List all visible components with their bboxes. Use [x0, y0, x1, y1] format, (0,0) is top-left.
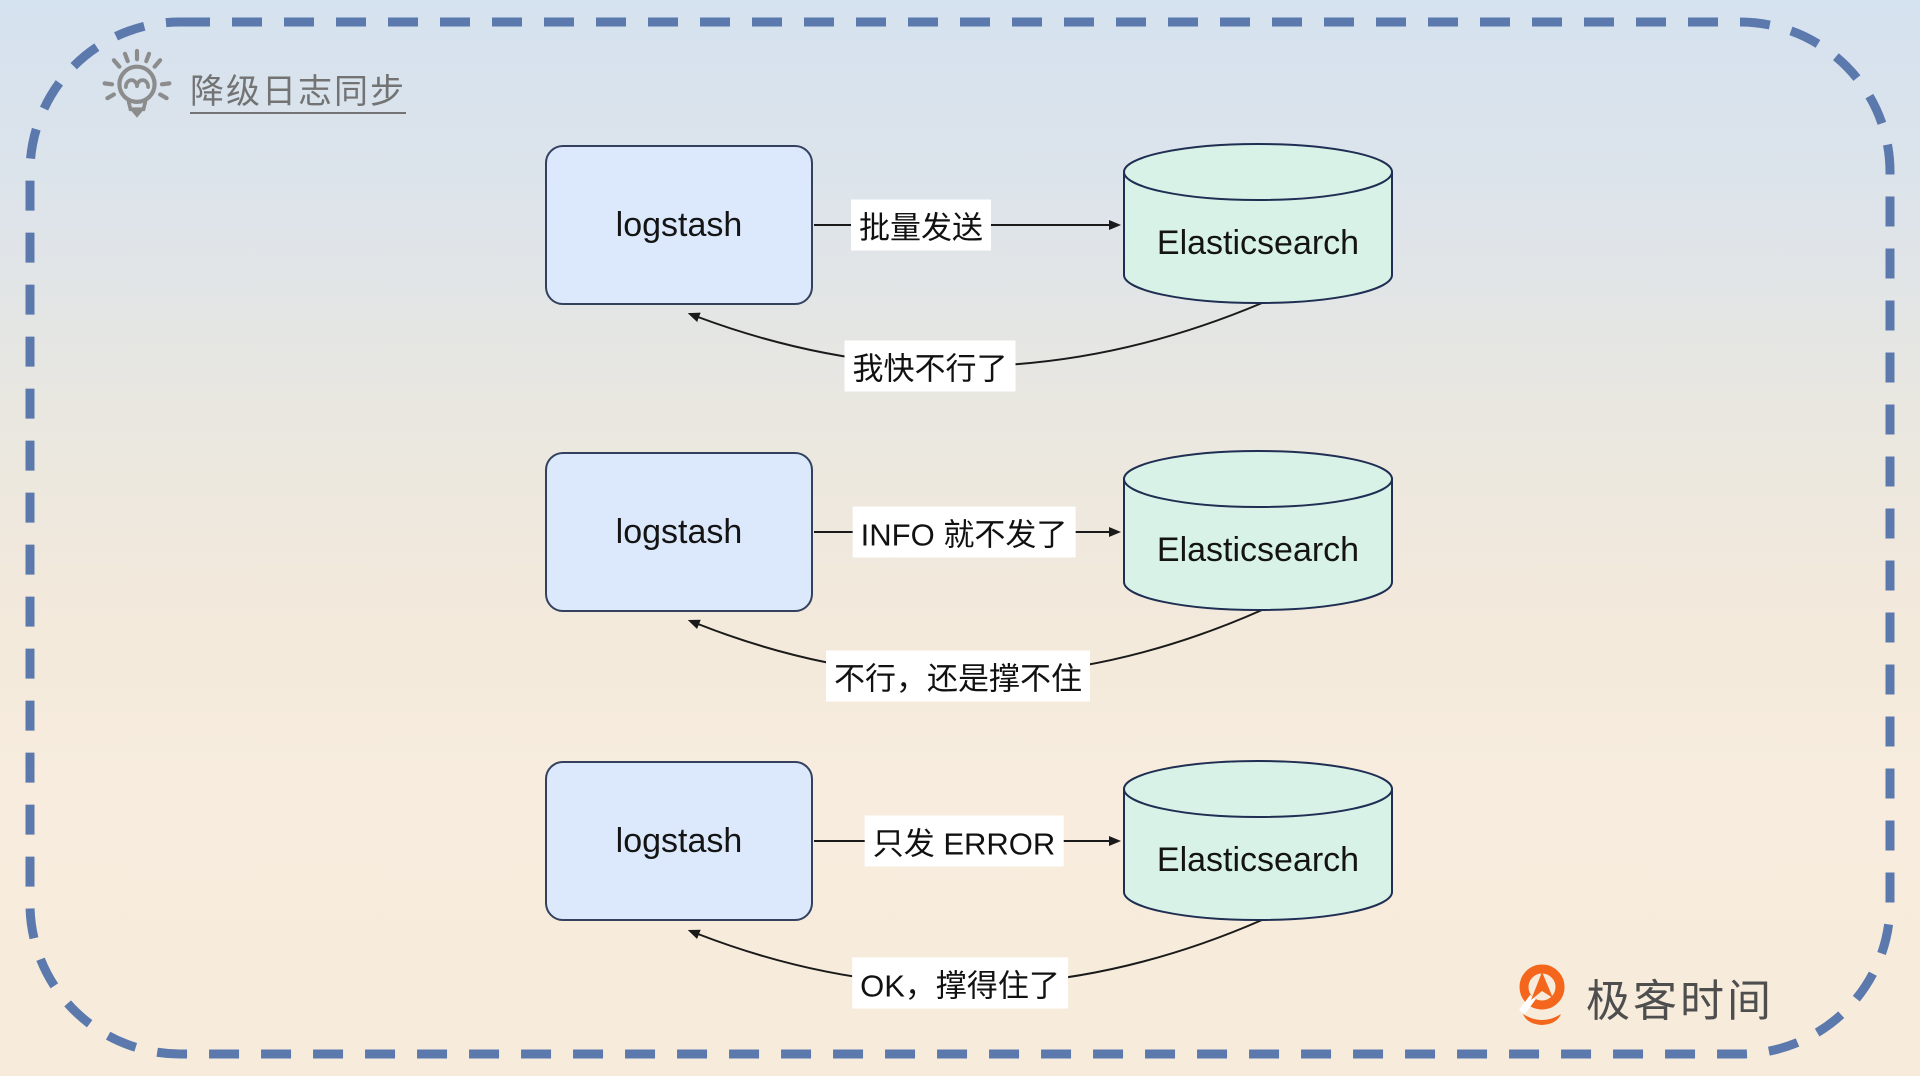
geektime-logo-icon	[1519, 964, 1565, 1025]
logstash-label: logstash	[615, 821, 743, 860]
dashed-frame	[25, 17, 1895, 1059]
diagram-header: 降级日志同步	[100, 48, 406, 128]
elasticsearch-label: Elasticsearch	[1156, 841, 1360, 879]
logstash-node: logstash	[545, 145, 813, 305]
page-title: 降级日志同步	[190, 72, 406, 111]
request-label: INFO 就不发了	[852, 506, 1076, 558]
elasticsearch-cylinder	[1123, 450, 1393, 611]
logstash-label: logstash	[615, 205, 743, 244]
response-label: OK，撑得住了	[852, 957, 1068, 1009]
elasticsearch-label: Elasticsearch	[1156, 531, 1360, 569]
logstash-label: logstash	[615, 512, 743, 551]
request-label: 只发 ERROR	[864, 815, 1064, 867]
elasticsearch-cylinder	[1123, 760, 1393, 921]
response-label: 我快不行了	[844, 340, 1016, 392]
elasticsearch-cylinder	[1123, 143, 1393, 304]
lightbulb-icon	[102, 48, 172, 118]
brand-watermark: 极客时间	[1512, 958, 1774, 1036]
logstash-node: logstash	[545, 452, 813, 612]
response-label: 不行，还是撑不住	[826, 650, 1090, 702]
logstash-node: logstash	[545, 761, 813, 921]
elasticsearch-label: Elasticsearch	[1156, 224, 1360, 262]
brand-name: 极客时间	[1586, 977, 1774, 1026]
request-label: 批量发送	[851, 199, 991, 251]
